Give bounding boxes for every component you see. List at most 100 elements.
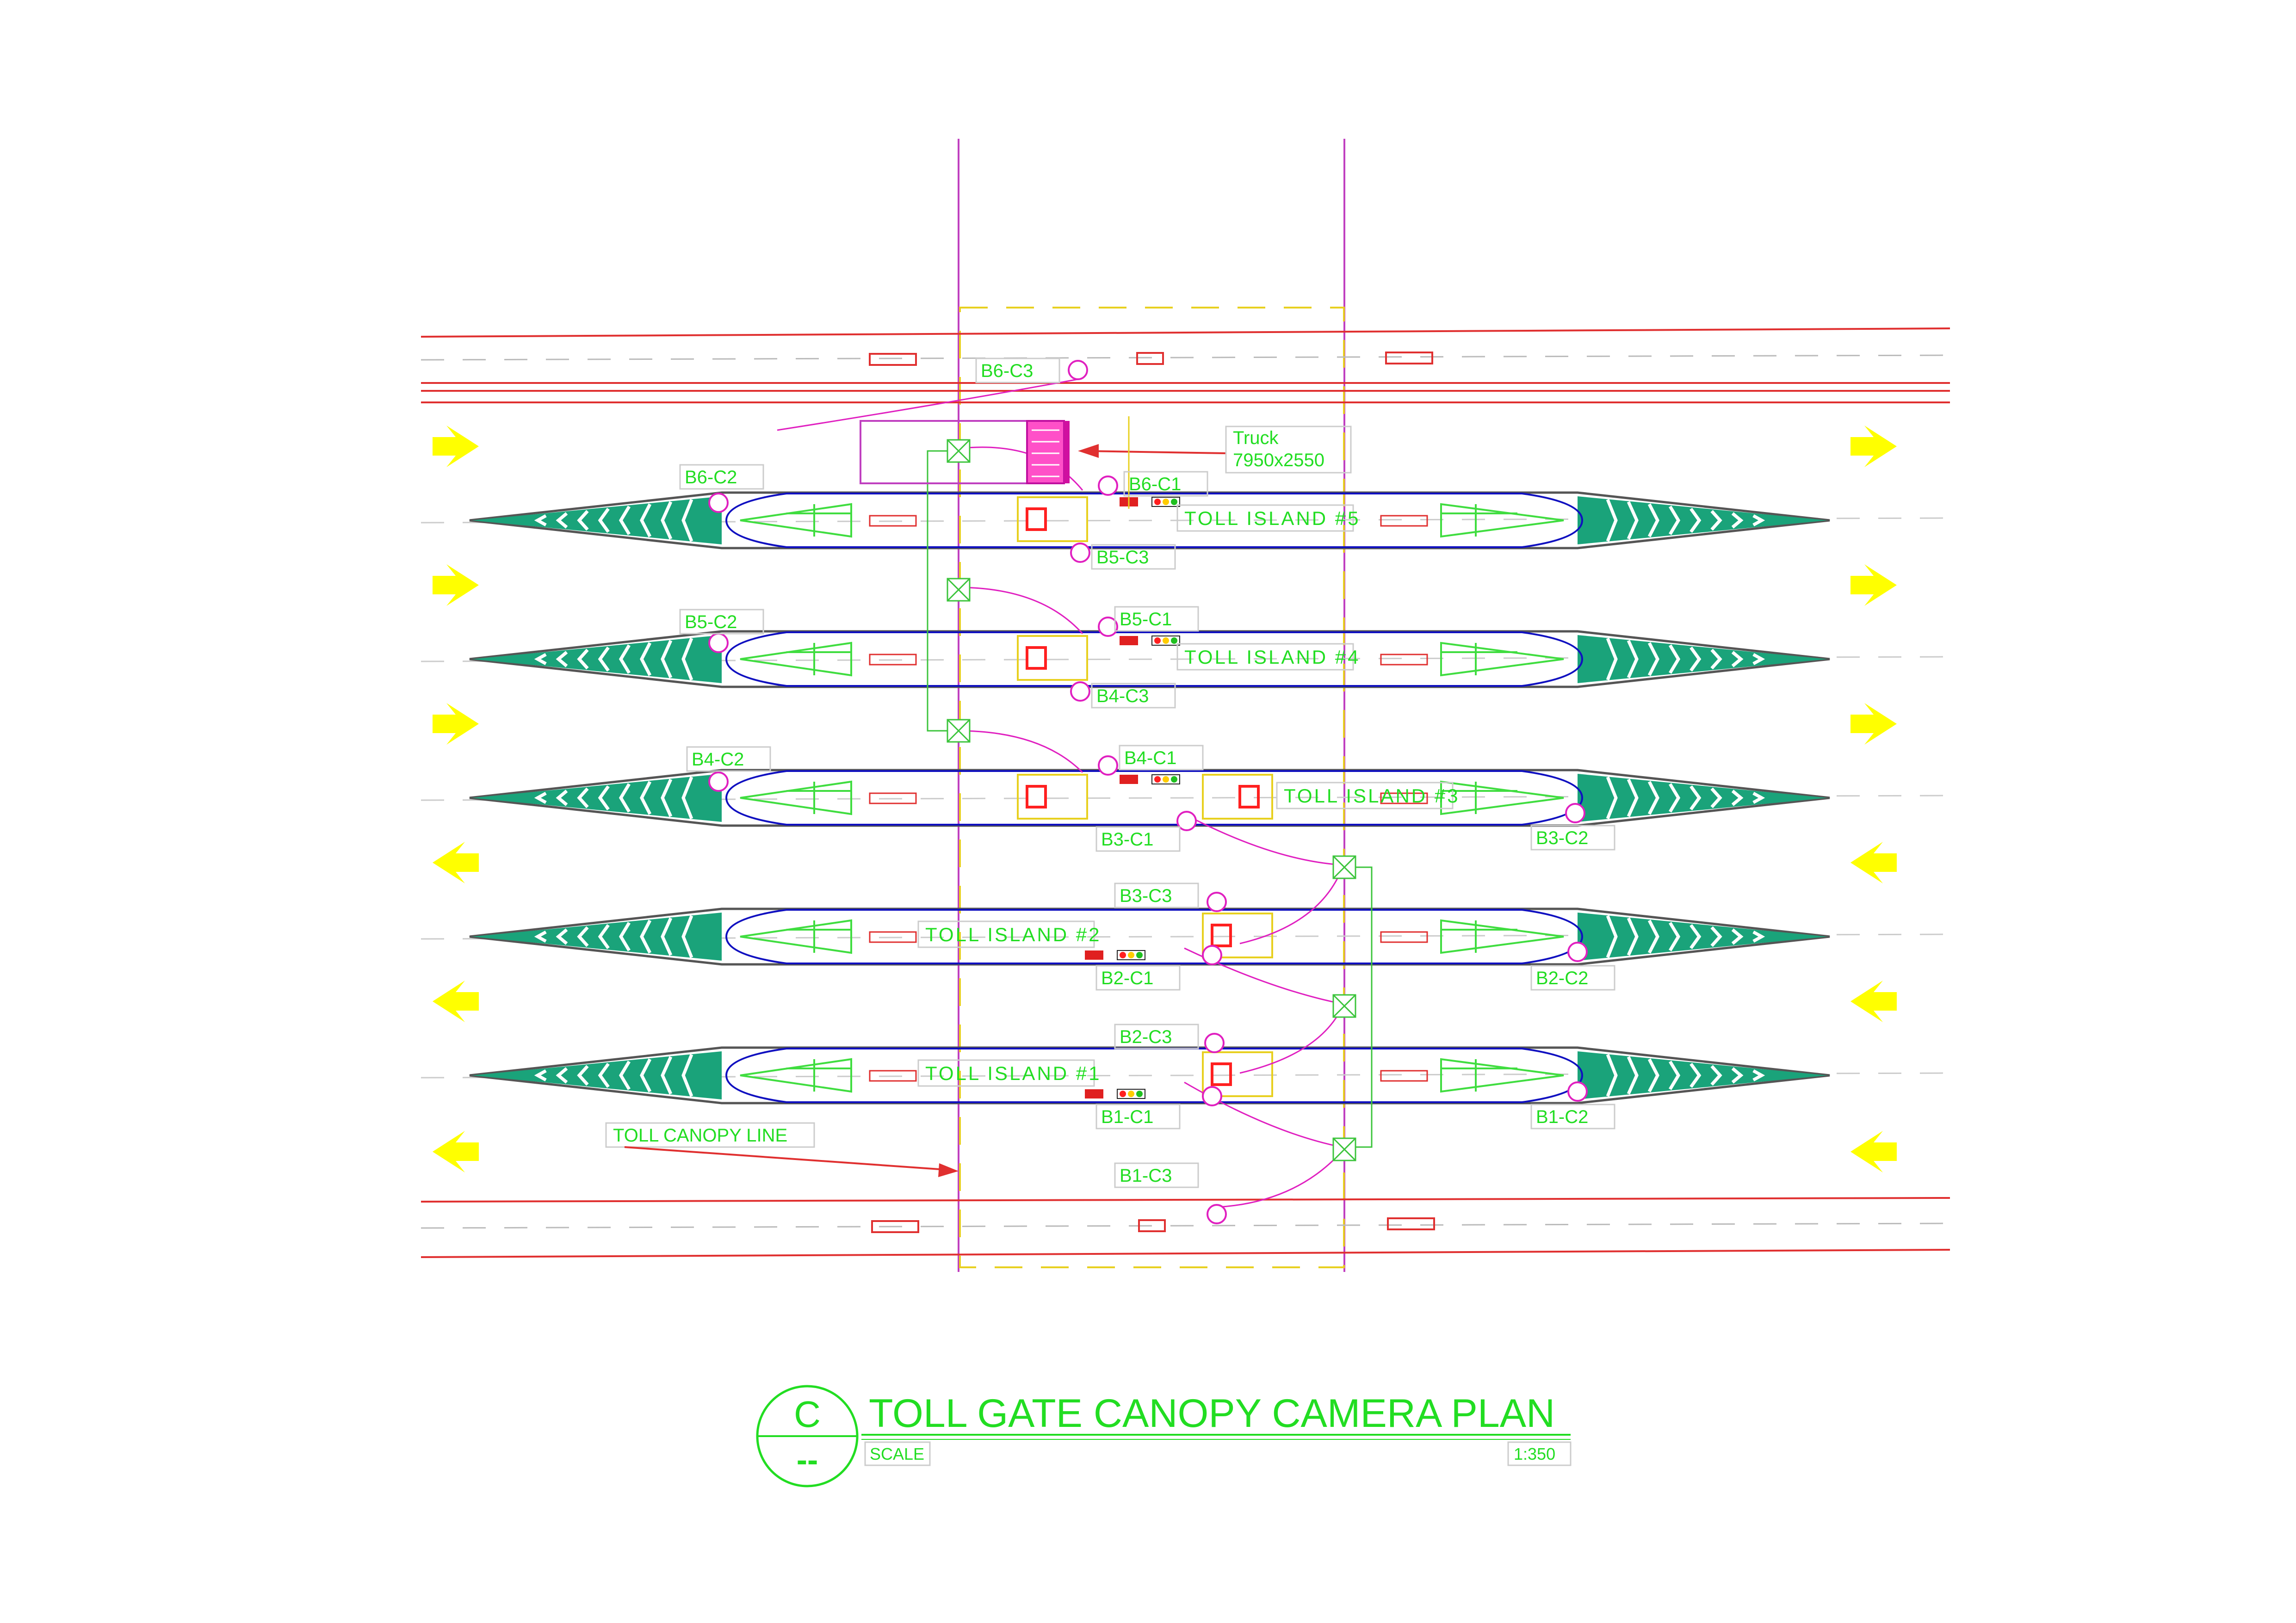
barrier-icon	[1120, 775, 1138, 784]
island-marker	[1380, 792, 1428, 804]
chevron-mark	[661, 778, 673, 817]
canopy-line-label: TOLL CANOPY LINE	[613, 1125, 787, 1146]
island-outer-shape	[469, 630, 1830, 688]
island-inner-arrow-right	[1440, 919, 1564, 954]
camera-labels: B6-C3 B6-C2 B6-C1 B5-C3 B5-C2 B5-C1 B4-C…	[679, 358, 1615, 1188]
chevron-mark	[1710, 787, 1722, 808]
traffic-light-icon	[1117, 1089, 1145, 1099]
chevron-mark	[640, 919, 652, 954]
label-b4c1: B4-C1	[1124, 748, 1176, 768]
traffic-light-icon	[1151, 497, 1180, 507]
camera-b5c3-icon	[1070, 543, 1090, 563]
island-right-chevron-fill	[1578, 774, 1827, 822]
chevron-mark	[556, 651, 568, 667]
chevron-mark	[681, 1054, 693, 1097]
camera-b4c3-icon	[1070, 681, 1090, 702]
island-marker	[869, 931, 917, 943]
chevron-mark	[1690, 924, 1702, 950]
island-right-chevron-fill	[1578, 1051, 1827, 1099]
arrow-left-icon	[1850, 1131, 1897, 1173]
chevron-mark	[619, 922, 631, 951]
camera-b3c3-icon	[1207, 892, 1227, 912]
canopy-leader-arrow-icon	[938, 1163, 959, 1177]
toll-booth	[1202, 1051, 1273, 1097]
chevron-mark	[1731, 1067, 1744, 1084]
toll-island-2: TOLL ISLAND #2	[469, 907, 1830, 966]
chevron-mark	[1690, 646, 1702, 672]
traffic-light-icon	[1151, 774, 1180, 784]
label-b6c1: B6-C1	[1129, 474, 1181, 494]
booth-icon	[1211, 1062, 1232, 1086]
chevron-mark	[640, 642, 652, 676]
truck-leader-arrow-icon	[1078, 444, 1099, 458]
chevron-mark	[681, 499, 693, 542]
arrow-right-icon	[1850, 703, 1897, 745]
camera-b6c3-icon	[1068, 360, 1088, 380]
chevron-mark	[1710, 1065, 1722, 1086]
island-left-chevron-fill	[472, 1051, 722, 1099]
road-top-center	[421, 354, 1950, 361]
truck-label-line2: 7950x2550	[1233, 450, 1324, 470]
chevron-mark	[619, 783, 631, 813]
label-b2c3: B2-C3	[1120, 1027, 1172, 1047]
barrier-icon	[1085, 1089, 1103, 1098]
island-inner-arrow-right	[1440, 642, 1564, 677]
arrow-left-icon	[433, 842, 479, 883]
arrow-right-icon	[1850, 426, 1897, 467]
canopy-line-callout: TOLL CANOPY LINE	[605, 1122, 959, 1177]
label-b4c2: B4-C2	[692, 749, 744, 770]
label-b2c2: B2-C2	[1536, 968, 1588, 988]
chevron-mark	[1710, 648, 1722, 670]
truck-cab	[1026, 420, 1065, 484]
chevron-mark	[1627, 917, 1639, 956]
chevron-mark	[1731, 651, 1744, 667]
chevron-mark	[534, 514, 547, 527]
camera-b3c2-icon	[1565, 803, 1585, 823]
chevron-mark	[1710, 926, 1722, 947]
camera-b3c1-icon	[1176, 811, 1197, 831]
island-inner-arrow-left	[740, 1058, 852, 1093]
cabling	[777, 378, 1343, 1208]
camera-b4c2-icon	[708, 771, 729, 792]
title-block: C -- TOLL GATE CANOPY CAMERA PLAN SCALE …	[756, 1385, 1572, 1487]
island-marker	[869, 654, 917, 666]
booth-icon	[1026, 785, 1047, 808]
camera-symbols	[708, 360, 1588, 1224]
label-b1c3: B1-C3	[1120, 1166, 1172, 1186]
arrow-left-icon	[433, 981, 479, 1022]
toll-booth	[1017, 496, 1088, 542]
arrow-right-icon	[433, 426, 479, 467]
island-inner-arrow-right	[1440, 780, 1564, 815]
booth-icon	[1026, 646, 1047, 670]
chevron-mark	[1647, 503, 1659, 537]
label-b3c3: B3-C3	[1120, 886, 1172, 906]
plan-title: TOLL GATE CANOPY CAMERA PLAN	[869, 1391, 1555, 1436]
chevron-mark	[661, 917, 673, 956]
chevron-mark	[598, 646, 610, 672]
scale-value: 1:350	[1514, 1444, 1555, 1463]
island-outer-shape	[469, 1046, 1830, 1105]
chevron-mark	[556, 512, 568, 529]
island-inner-arrow-left	[740, 919, 852, 954]
chevron-mark	[1752, 653, 1765, 666]
chevron-mark	[1731, 790, 1744, 806]
island-marker	[1380, 1070, 1428, 1082]
island-inner-arrow-right	[1440, 1058, 1564, 1093]
chevron-mark	[1606, 637, 1618, 681]
chevron-mark	[681, 915, 693, 958]
island-label-box	[917, 920, 1095, 948]
arrow-right-icon	[433, 564, 479, 606]
island-right-chevron-fill	[1578, 913, 1827, 961]
camera-b1c2-icon	[1567, 1081, 1588, 1102]
island-label-box	[1176, 504, 1354, 532]
toll-island-3: TOLL ISLAND #3	[469, 769, 1830, 827]
chevron-mark	[1627, 640, 1639, 679]
chevron-mark	[1647, 781, 1659, 815]
truck-leader	[1084, 450, 1226, 454]
chevron-mark	[1752, 930, 1765, 943]
label-b6c2: B6-C2	[685, 467, 737, 488]
island-label-box	[917, 1059, 1095, 1087]
island-marker	[869, 792, 917, 804]
